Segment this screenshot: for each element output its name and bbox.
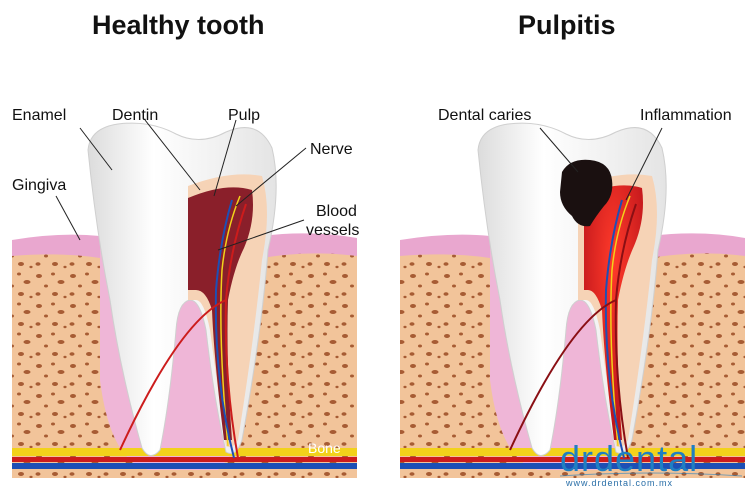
nerve-line-left xyxy=(220,195,241,447)
vein-band-left xyxy=(12,463,357,469)
label-blood: Blood xyxy=(316,203,357,220)
artery-line-right xyxy=(509,203,637,459)
pulpitis-title: Pulpitis xyxy=(518,10,616,40)
logo-underline-swoosh xyxy=(559,472,743,477)
healthy-tooth-illustration xyxy=(12,119,357,478)
drdental-tagline: www.drdental.com.mx xyxy=(566,478,674,488)
vein-band-right xyxy=(400,463,745,469)
label-enamel: Enamel xyxy=(12,107,67,124)
pulpitis-illustration xyxy=(400,122,745,478)
label-dental-caries: Dental caries xyxy=(438,107,532,124)
healthy-tooth-title: Healthy tooth xyxy=(92,10,265,40)
drdental-logo: drdental xyxy=(560,438,699,479)
label-vessels: vessels xyxy=(306,222,360,239)
nerve-band-right xyxy=(400,448,745,456)
artery-band-left xyxy=(12,457,357,462)
label-bone: Bone xyxy=(308,440,341,456)
leader-lines-left xyxy=(55,119,307,251)
vein-line-left xyxy=(214,199,235,459)
artery-band-right xyxy=(400,457,745,462)
label-gingiva: Gingiva xyxy=(12,177,67,194)
label-inflammation: Inflammation xyxy=(640,107,732,124)
label-nerve: Nerve xyxy=(310,141,353,158)
vein-line-right xyxy=(604,199,625,459)
dental-caries-lesion xyxy=(560,159,613,227)
label-dentin: Dentin xyxy=(112,107,159,124)
nerve-band-left xyxy=(12,448,357,456)
label-pulp: Pulp xyxy=(228,107,261,124)
nerve-line-right xyxy=(610,195,631,447)
inflamed-pulp-right xyxy=(584,185,643,440)
leader-lines-right xyxy=(539,127,663,201)
artery-line-left xyxy=(119,203,247,459)
